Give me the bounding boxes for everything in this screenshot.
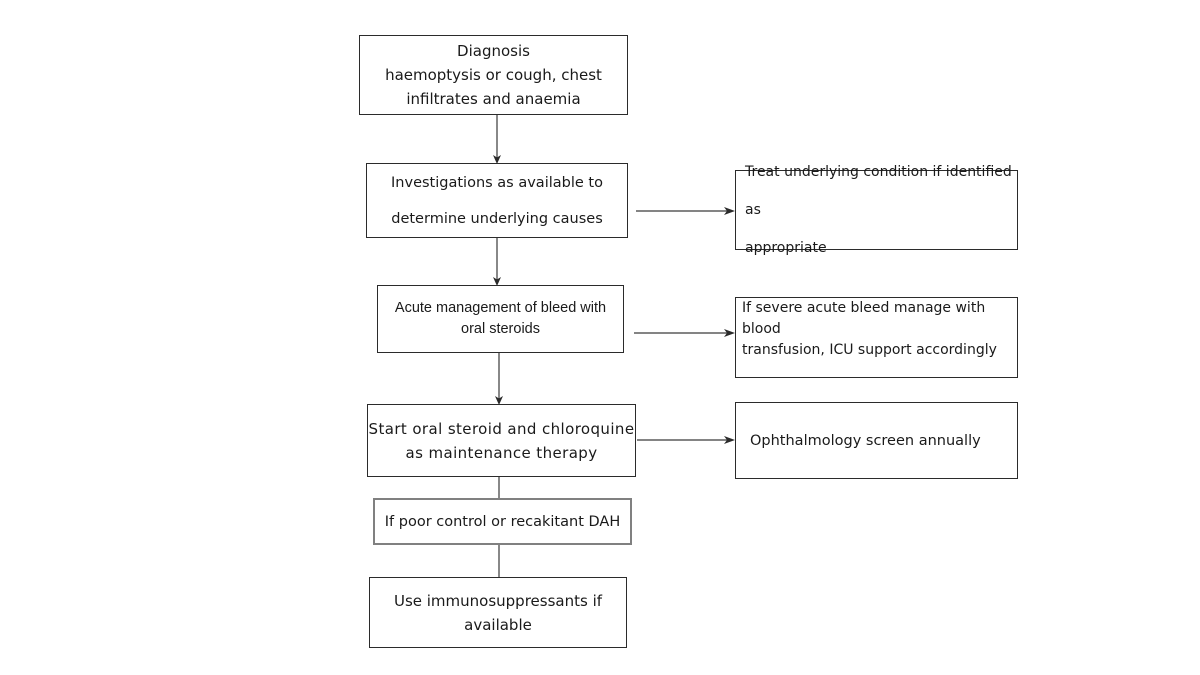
node-diagnosis-label: Diagnosis haemoptysis or cough, chest in… [385, 42, 602, 108]
node-poor-control-label: If poor control or recakitant DAH [384, 513, 621, 530]
connector-maintenance-to-ophthalmology [637, 436, 735, 444]
node-ophthalmology-label: Ophthalmology screen annually [750, 432, 981, 449]
node-immunosuppressants[interactable]: Use immunosuppressants if available [369, 577, 627, 648]
connector-acute-to-severe-bleed [634, 329, 735, 337]
node-diagnosis[interactable]: Diagnosis haemoptysis or cough, chest in… [359, 35, 628, 115]
node-investigations[interactable]: Investigations as available to determine… [366, 163, 628, 238]
node-immunosuppressants-label: Use immunosuppressants if available [393, 591, 603, 634]
node-investigations-label: Investigations as available to determine… [391, 174, 603, 227]
node-severe-bleed-label: If severe acute bleed manage with blood … [742, 300, 997, 358]
connector-diagnosis-to-investigations [493, 115, 501, 164]
node-treat-underlying-label: Treat underlying condition if identified… [745, 164, 1012, 256]
node-acute-management[interactable]: Acute management of bleed with oral ster… [377, 285, 624, 353]
node-poor-control[interactable]: If poor control or recakitant DAH [373, 498, 632, 545]
connector-investigations-to-treat-underlying [636, 207, 735, 215]
connector-investigations-to-acute [493, 238, 501, 286]
node-maintenance[interactable]: Start oral steroid and chloroquine as ma… [367, 404, 636, 477]
connector-acute-to-maintenance [495, 353, 503, 405]
node-acute-management-label: Acute management of bleed with oral ster… [394, 300, 607, 337]
node-ophthalmology[interactable]: Ophthalmology screen annually [735, 402, 1018, 479]
node-maintenance-label: Start oral steroid and chloroquine as ma… [368, 419, 635, 462]
node-treat-underlying[interactable]: Treat underlying condition if identified… [735, 164, 1018, 256]
node-severe-bleed[interactable]: If severe acute bleed manage with blood … [735, 297, 1018, 378]
